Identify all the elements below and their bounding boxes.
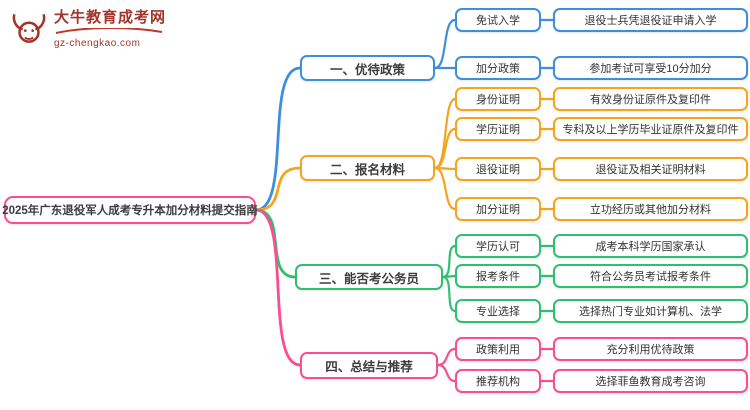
leaf-label: 加分证明	[455, 197, 541, 221]
branch-node-youdai: 一、优待政策	[300, 55, 435, 81]
connector-line	[433, 166, 457, 171]
connector-line	[436, 363, 457, 383]
leaf-desc: 符合公务员考试报考条件	[553, 264, 748, 288]
branch-node-baoming: 二、报名材料	[300, 155, 435, 181]
logo-title: 大牛教育成考网	[54, 9, 167, 26]
logo-url: gz-chengkao.com	[54, 38, 141, 49]
connector-line	[433, 18, 457, 70]
connector-root-branch2	[254, 166, 302, 212]
leaf-desc: 退役士兵凭退役证申请入学	[553, 8, 748, 32]
leaf-label: 报考条件	[455, 264, 541, 288]
leaf-desc: 选择热门专业如计算机、法学	[553, 299, 748, 323]
leaf-label: 身份证明	[455, 87, 541, 111]
connector-root-branch4	[254, 208, 302, 367]
connector-line	[441, 275, 457, 313]
leaf-label: 学历证明	[455, 117, 541, 141]
branch-node-gongwuyuan: 三、能否考公务员	[295, 264, 443, 290]
connector-line	[433, 127, 457, 170]
leaf-label: 学历认可	[455, 234, 541, 258]
leaf-label: 退役证明	[455, 157, 541, 181]
leaf-desc: 专科及以上学历毕业证原件及复印件	[553, 117, 748, 141]
leaf-label: 加分政策	[455, 56, 541, 80]
connector-root-branch1	[254, 66, 302, 212]
leaf-label: 免试入学	[455, 8, 541, 32]
leaf-desc: 充分利用优待政策	[553, 337, 748, 361]
leaf-label: 推荐机构	[455, 369, 541, 393]
connector-line	[441, 244, 457, 279]
connector-line	[433, 166, 457, 211]
leaf-desc: 参加考试可享受10分加分	[553, 56, 748, 80]
connector-line	[433, 97, 457, 170]
logo-swoosh-icon	[55, 28, 163, 34]
leaf-label: 专业选择	[455, 299, 541, 323]
connector-line	[441, 274, 457, 279]
leaf-desc: 立功经历或其他加分材料	[553, 197, 748, 221]
site-logo: 大牛教育成考网 gz-chengkao.com	[8, 6, 166, 50]
leaf-desc: 有效身份证原件及复印件	[553, 87, 748, 111]
leaf-label: 政策利用	[455, 337, 541, 361]
leaf-desc: 成考本科学历国家承认	[553, 234, 748, 258]
leaf-desc: 选择菲鱼教育成考咨询	[553, 369, 748, 393]
logo-text: 大牛教育成考网 gz-chengkao.com	[54, 6, 166, 49]
leaf-desc: 退役证及相关证明材料	[553, 157, 748, 181]
connector-line	[436, 347, 457, 367]
root-node: 2025年广东退役军人成考专升本加分材料提交指南	[2, 196, 258, 224]
connector-root-branch3	[254, 208, 297, 279]
logo-bull-icon	[12, 14, 46, 43]
branch-node-zongjie: 四、总结与推荐	[300, 352, 438, 379]
